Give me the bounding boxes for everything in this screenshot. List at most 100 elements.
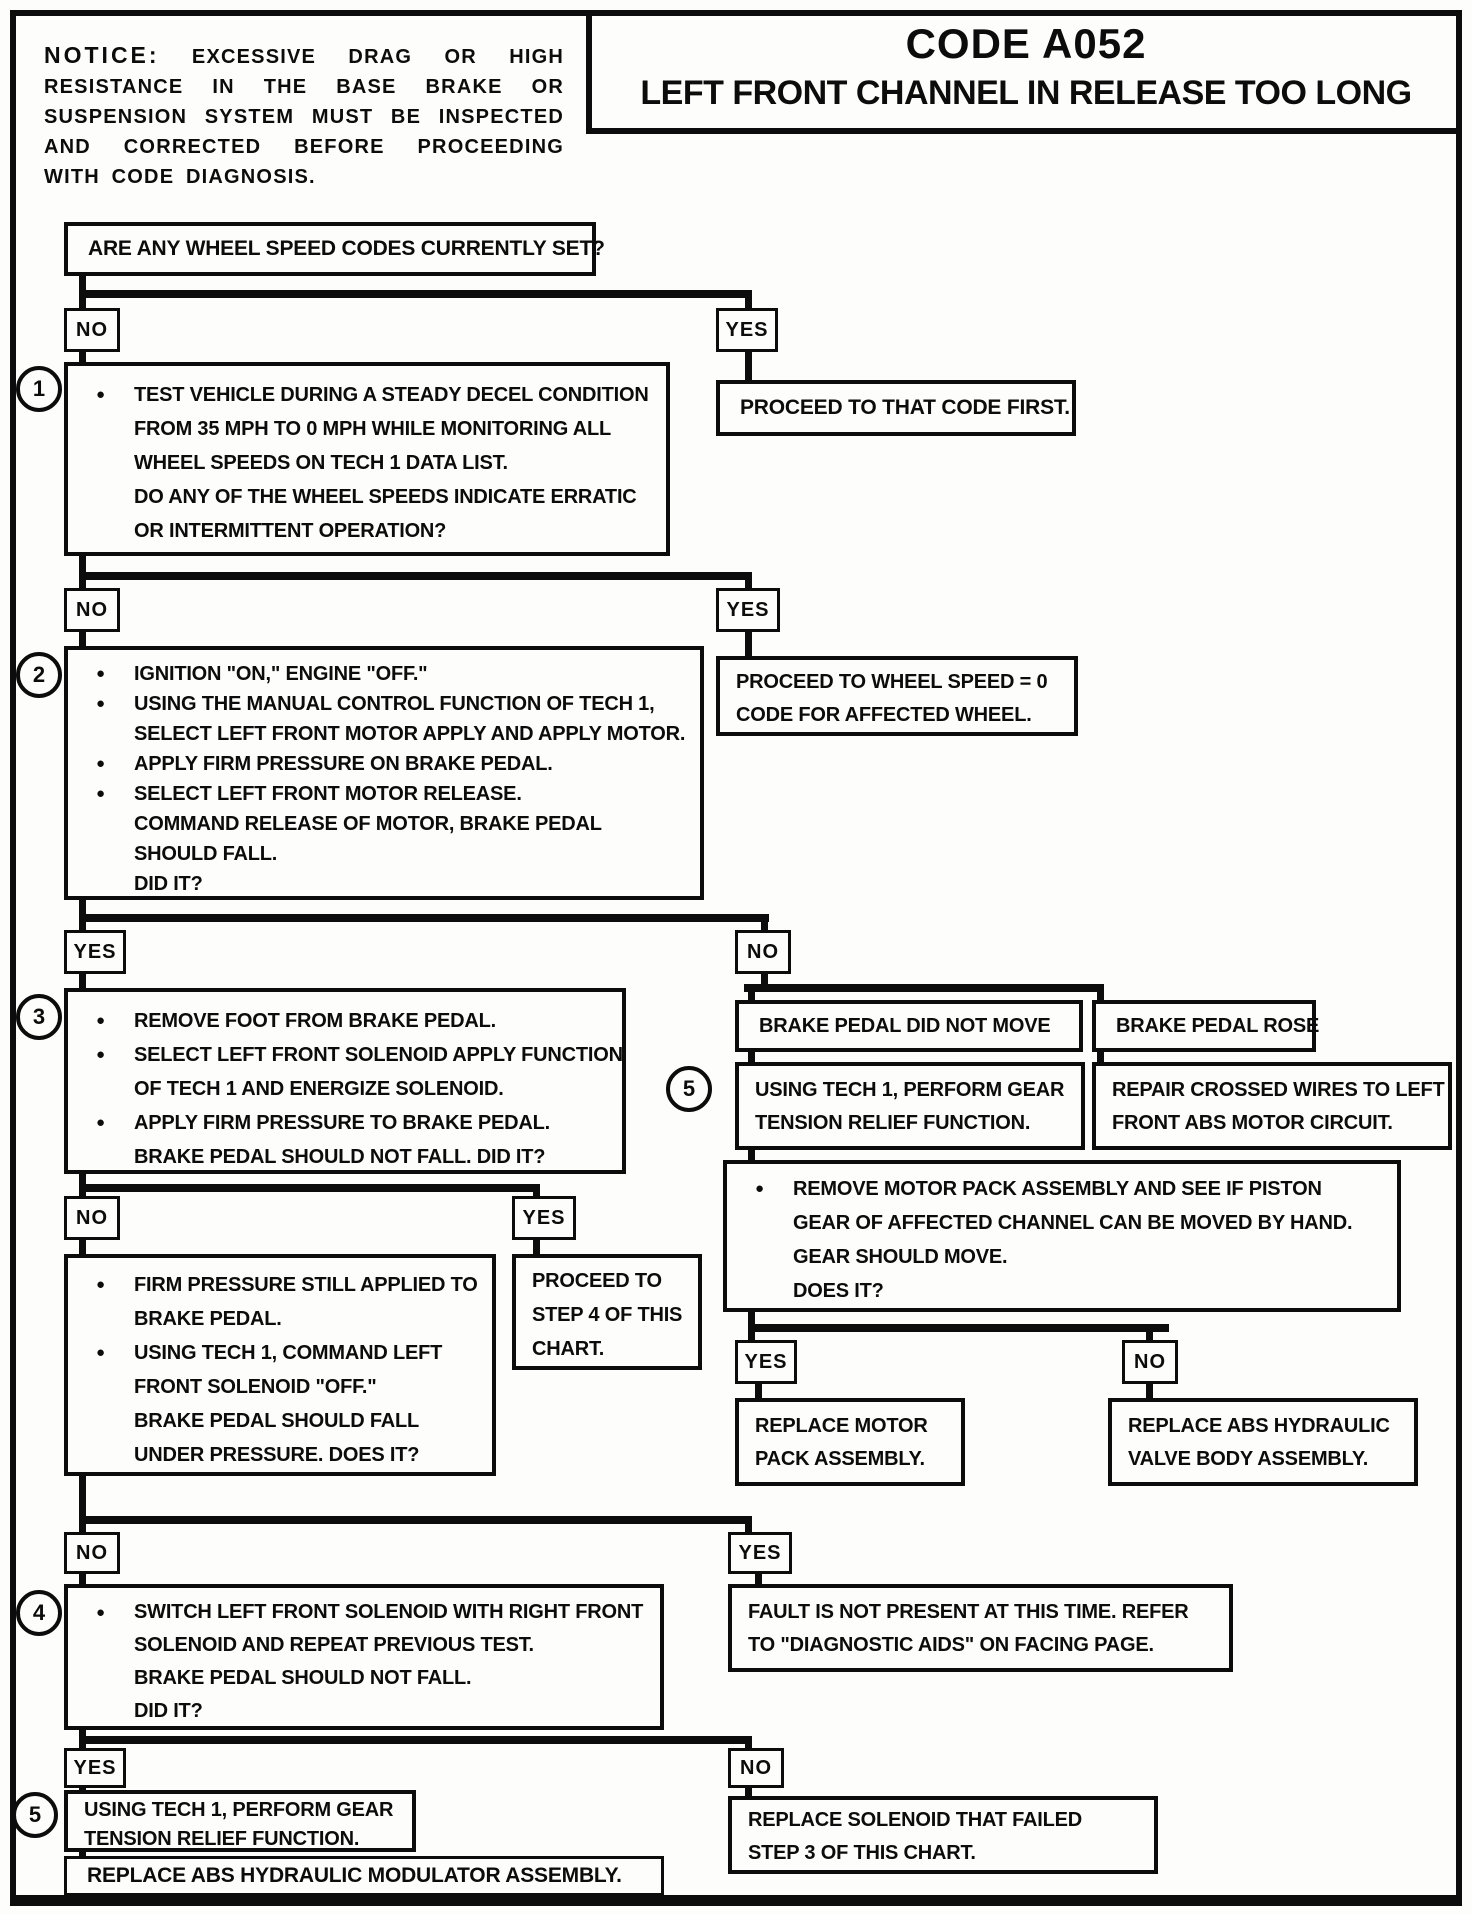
text-line: REMOVE MOTOR PACK ASSEMBLY AND SEE IF PI… [727, 1172, 1391, 1206]
text-line: SOLENOID AND REPEAT PREVIOUS TEST. [134, 1634, 534, 1656]
connector-line [1097, 1052, 1104, 1062]
flow-box-replace-solenoid: REPLACE SOLENOID THAT FAILED STEP 3 OF T… [728, 1796, 1158, 1874]
connector-line [79, 1184, 540, 1192]
connector-line [748, 1324, 1169, 1332]
text-line: SHOULD FALL. [134, 843, 278, 865]
flow-box-step-1: TEST VEHICLE DURING A STEADY DECEL CONDI… [64, 362, 670, 556]
text-line: FIRM PRESSURE STILL APPLIED TO [68, 1268, 486, 1302]
connector-line [79, 1852, 86, 1858]
text-line: FROM 35 MPH TO 0 MPH WHILE MONITORING AL… [134, 418, 611, 440]
title-box: CODE A052 LEFT FRONT CHANNEL IN RELEASE … [586, 12, 1460, 134]
branch-no-5: NO [64, 1532, 120, 1574]
text-line: SELECT LEFT FRONT SOLENOID APPLY FUNCTIO… [68, 1038, 623, 1072]
connector-line [745, 1524, 752, 1532]
connector-line [79, 974, 86, 988]
text-line: FAULT IS NOT PRESENT AT THIS TIME. REFER [748, 1601, 1189, 1623]
flow-box-pedal-did-not-move: BRAKE PEDAL DID NOT MOVE [735, 1000, 1083, 1052]
text-line: OF TECH 1 AND ENERGIZE SOLENOID. [134, 1078, 504, 1100]
branch-no-gear: NO [1122, 1340, 1178, 1384]
branch-yes-gear: YES [735, 1340, 797, 1384]
text-line: PROCEED TO [532, 1270, 662, 1292]
connector-line [755, 1384, 762, 1398]
text-line: CODE FOR AFFECTED WHEEL. [736, 704, 1032, 726]
flow-box-gear-tension-relief-a: USING TECH 1, PERFORM GEAR TENSION RELIE… [735, 1062, 1085, 1150]
notice-label: NOTICE: [44, 42, 160, 68]
connector-line [1146, 1332, 1153, 1340]
text-line: TENSION RELIEF FUNCTION. [755, 1112, 1031, 1134]
text-line: PACK ASSEMBLY. [755, 1448, 925, 1470]
text-line: TENSION RELIEF FUNCTION. [84, 1828, 360, 1850]
connector-line [79, 1516, 752, 1524]
text-line: TO "DIAGNOSTIC AIDS" ON FACING PAGE. [748, 1634, 1154, 1656]
notice-body: EXCESSIVE DRAG OR HIGH RESISTANCE IN THE… [44, 46, 564, 188]
flow-box-repair-crossed-wires: REPAIR CROSSED WIRES TO LEFT FRONT ABS M… [1092, 1062, 1452, 1150]
step-number-badge-1: 1 [16, 366, 62, 412]
flow-box-replace-valve-body: REPLACE ABS HYDRAULIC VALVE BODY ASSEMBL… [1108, 1398, 1418, 1486]
connector-line [533, 1192, 540, 1196]
text-line: BRAKE PEDAL SHOULD NOT FALL. [134, 1667, 472, 1689]
connector-line [1146, 1384, 1153, 1398]
connector-line [748, 1052, 755, 1062]
connector-line [79, 632, 86, 646]
branch-no-4: NO [64, 1196, 120, 1240]
text-line: REMOVE FOOT FROM BRAKE PEDAL. [68, 1004, 616, 1038]
text-line: BRAKE PEDAL SHOULD FALL [134, 1410, 420, 1432]
text-line: APPLY FIRM PRESSURE TO BRAKE PEDAL. [68, 1106, 616, 1140]
page-title: LEFT FRONT CHANNEL IN RELEASE TOO LONG [640, 74, 1412, 112]
branch-no-1: NO [64, 308, 120, 352]
text-line: REPLACE MOTOR [755, 1415, 928, 1437]
text-line: UNDER PRESSURE. DOES IT? [134, 1444, 420, 1466]
step-number-badge-2: 2 [16, 652, 62, 698]
text-line: DID IT? [134, 1700, 203, 1722]
connector-line [745, 298, 752, 308]
flow-box-gear-check: REMOVE MOTOR PACK ASSEMBLY AND SEE IF PI… [723, 1160, 1401, 1312]
connector-line [761, 974, 768, 988]
text-line: APPLY FIRM PRESSURE ON BRAKE PEDAL. [68, 749, 694, 779]
connector-line [79, 1240, 86, 1254]
connector-line [79, 914, 769, 922]
flow-question-wheel-codes: ARE ANY WHEEL SPEED CODES CURRENTLY SET? [64, 222, 605, 276]
branch-no-6: NO [728, 1748, 784, 1788]
connector-line [79, 1476, 86, 1532]
flow-box-step-4: SWITCH LEFT FRONT SOLENOID WITH RIGHT FR… [64, 1584, 664, 1730]
connector-line [533, 1240, 540, 1254]
text-line: DOES IT? [793, 1280, 884, 1302]
connector-line [745, 1788, 752, 1796]
step-number-badge-3: 3 [16, 994, 62, 1040]
flow-box-step-2: IGNITION "ON," ENGINE "OFF." USING THE M… [64, 646, 704, 900]
branch-yes-6: YES [64, 1748, 126, 1788]
branch-yes-3: YES [64, 930, 126, 974]
step-number-badge-4: 4 [16, 1590, 62, 1636]
text-line: USING THE MANUAL CONTROL FUNCTION OF TEC… [68, 689, 694, 719]
flow-box-replace-modulator: REPLACE ABS HYDRAULIC MODULATOR ASSEMBLY… [64, 1856, 664, 1896]
connector-line [79, 1574, 86, 1584]
text-line: CHART. [532, 1338, 605, 1360]
connector-line [1097, 992, 1104, 1000]
text-line: STEP 3 OF THIS CHART. [748, 1842, 976, 1864]
flow-box-firm-pressure: FIRM PRESSURE STILL APPLIED TO BRAKE PED… [64, 1254, 496, 1476]
flow-box-replace-motor-pack: REPLACE MOTOR PACK ASSEMBLY. [735, 1398, 965, 1486]
connector-line [745, 632, 752, 656]
connector-line [755, 1574, 762, 1584]
branch-no-3: NO [735, 930, 791, 974]
flow-box-proceed-step-4: PROCEED TO STEP 4 OF THIS CHART. [512, 1254, 702, 1370]
connector-line [79, 352, 86, 362]
text-line: WHEEL SPEEDS ON TECH 1 DATA LIST. [134, 452, 508, 474]
flow-box-fault-not-present: FAULT IS NOT PRESENT AT THIS TIME. REFER… [728, 1584, 1233, 1672]
text-line: BRAKE PEDAL SHOULD NOT FALL. DID IT? [134, 1146, 546, 1168]
text-line: STEP 4 OF THIS [532, 1304, 683, 1326]
connector-line [748, 1150, 755, 1160]
connector-line [745, 1744, 752, 1748]
flow-box-proceed-wheel-speed: PROCEED TO WHEEL SPEED = 0 CODE FOR AFFE… [716, 656, 1078, 736]
text-line: BRAKE PEDAL. [134, 1308, 282, 1330]
branch-no-2: NO [64, 588, 120, 632]
connector-line [745, 352, 752, 380]
branch-yes-4: YES [512, 1196, 576, 1240]
text-line: TEST VEHICLE DURING A STEADY DECEL CONDI… [68, 378, 660, 412]
text-line: REPLACE SOLENOID THAT FAILED [748, 1809, 1083, 1831]
text-line: VALVE BODY ASSEMBLY. [1128, 1448, 1369, 1470]
text-line: OR INTERMITTENT OPERATION? [134, 520, 447, 542]
text-line: COMMAND RELEASE OF MOTOR, BRAKE PEDAL [134, 813, 602, 835]
connector-line [744, 984, 1104, 992]
